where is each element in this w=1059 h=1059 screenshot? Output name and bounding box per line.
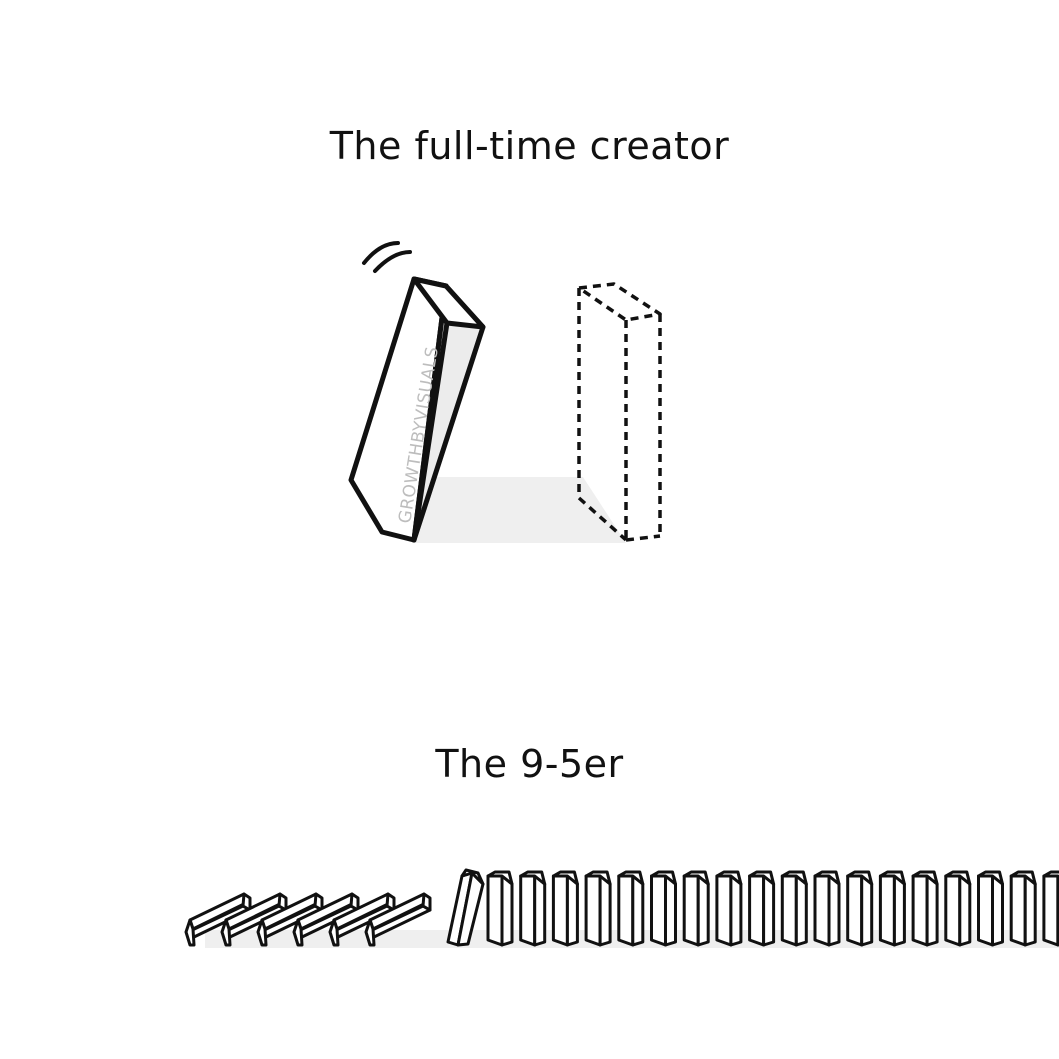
standing-domino <box>486 870 514 947</box>
standing-domino <box>1009 870 1037 947</box>
standing-domino <box>617 870 645 947</box>
fallen-domino <box>256 892 324 947</box>
standing-domino <box>944 870 972 947</box>
standing-domino <box>977 870 1004 947</box>
standing-domino <box>748 870 776 947</box>
falling-domino <box>446 868 485 947</box>
ghost-domino <box>577 282 662 542</box>
fallen-dominoes <box>184 868 485 947</box>
creator-floor-shadow <box>412 477 626 543</box>
standing-domino <box>780 870 808 947</box>
standing-domino <box>715 870 743 947</box>
standing-domino <box>911 870 939 947</box>
standing-domino <box>846 870 874 947</box>
standing-domino <box>1042 870 1059 947</box>
standing-domino <box>682 870 710 947</box>
creator-domino-group: GROWTHBYVISUALS <box>348 241 662 543</box>
standing-domino <box>650 870 677 947</box>
standing-dominoes <box>486 870 1059 947</box>
standing-domino <box>519 870 547 947</box>
standing-domino <box>584 870 612 947</box>
creator-title: The full-time creator <box>329 124 730 168</box>
motion-lines-icon <box>362 241 412 273</box>
standing-domino <box>813 870 841 947</box>
standing-domino <box>551 870 579 947</box>
fallen-domino <box>364 892 432 947</box>
creator-domino-edge <box>411 320 450 543</box>
nine-to-five-domino-row <box>184 868 1059 948</box>
standing-domino <box>878 870 906 947</box>
creator-domino-top <box>411 276 486 330</box>
nine-to-five-title: The 9-5er <box>435 742 624 786</box>
